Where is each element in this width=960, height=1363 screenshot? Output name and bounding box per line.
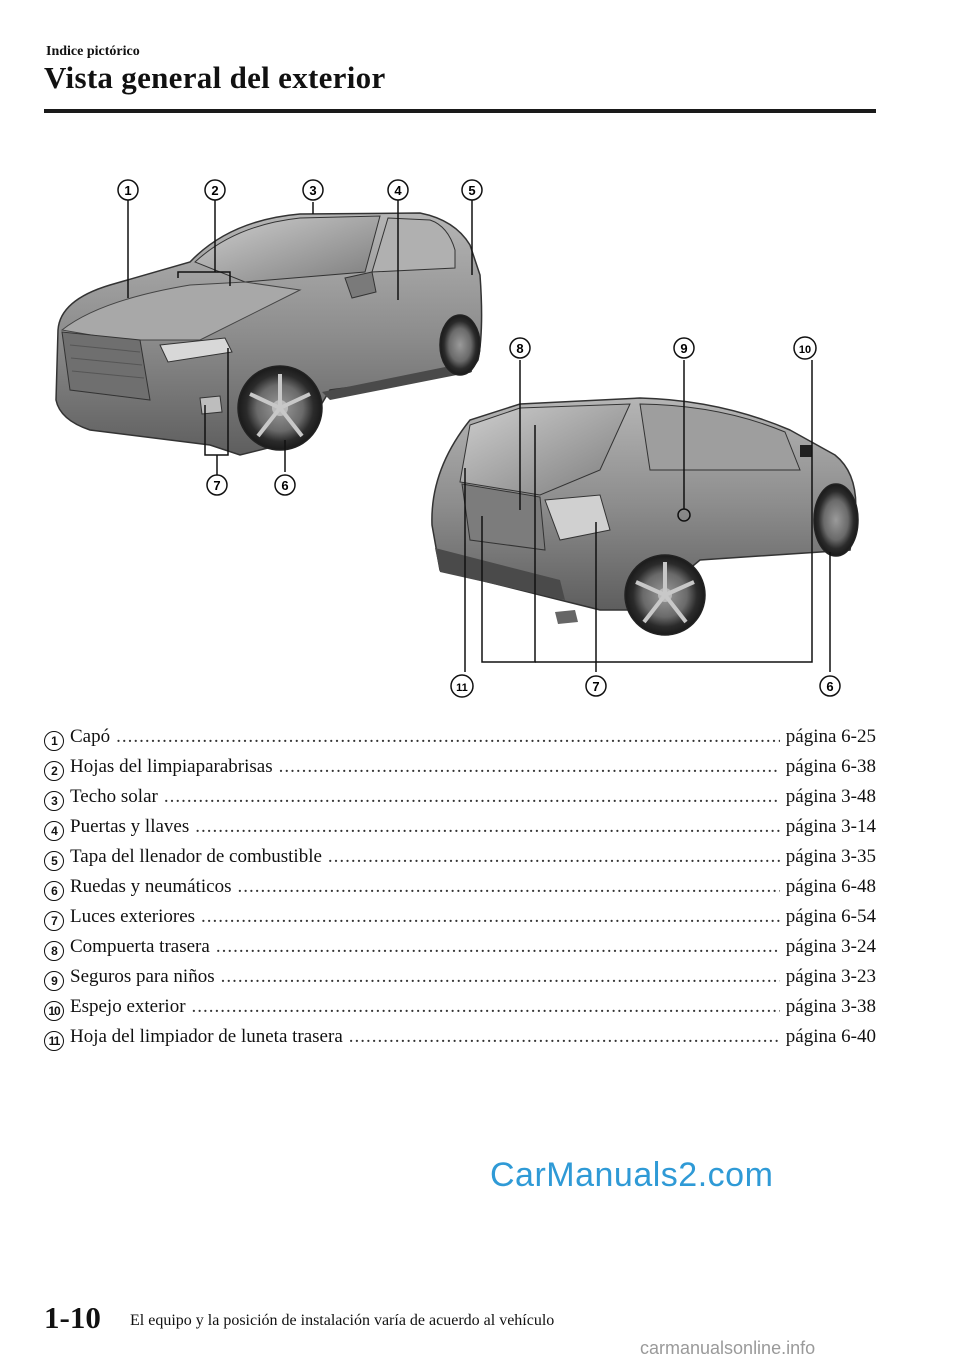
callout-leaders: [127, 200, 831, 672]
index-item-child-locks[interactable]: 9 Seguros para niños página 3-23: [44, 962, 876, 992]
dot-leader: [192, 992, 780, 1022]
item-label: Luces exteriores: [70, 906, 196, 927]
dot-leader: [221, 962, 780, 992]
svg-text:2: 2: [211, 183, 218, 198]
svg-text:8: 8: [516, 341, 523, 356]
item-label: Seguros para niños: [70, 966, 215, 987]
item-label: Espejo exterior: [70, 996, 186, 1017]
page-reference-link[interactable]: página 6-48: [785, 876, 876, 897]
dot-leader: [328, 842, 780, 872]
callout-10: 10: [793, 336, 817, 360]
item-label: Compuerta trasera: [70, 936, 210, 957]
svg-text:9: 9: [680, 341, 687, 356]
svg-text:5: 5: [468, 183, 475, 198]
page-number: 1-10: [44, 1300, 101, 1335]
source-site-watermark: carmanualsonline.info: [640, 1338, 816, 1358]
item-label: Capó: [70, 726, 111, 747]
index-item-wiper-blades[interactable]: 2 Hojas del limpiaparabrisas página 6-38: [44, 752, 876, 782]
watermark-text: CarManuals2.com: [490, 1156, 774, 1194]
svg-text:1: 1: [124, 183, 131, 198]
dot-leader: [237, 872, 779, 902]
page-reference-link[interactable]: página 6-40: [785, 1026, 876, 1047]
svg-text:4: 4: [394, 183, 402, 198]
page-reference-link[interactable]: página 6-38: [785, 756, 876, 777]
page-reference-link[interactable]: página 6-54: [785, 906, 876, 927]
index-item-liftgate[interactable]: 8 Compuerta trasera página 3-24: [44, 932, 876, 962]
item-label: Tapa del llenador de combustible: [70, 846, 322, 867]
item-number-badge: 10: [44, 1001, 64, 1021]
page-reference-link[interactable]: página 3-38: [785, 996, 876, 1017]
component-index-list: 1 Capó página 6-25 2 Hojas del limpiapar…: [44, 722, 876, 1052]
index-item-hood[interactable]: 1 Capó página 6-25: [44, 722, 876, 752]
front-callouts: 1 2 3 4 5 6 7: [117, 179, 483, 496]
title-rule: [44, 109, 876, 113]
index-item-sunroof[interactable]: 3 Techo solar página 3-48: [44, 782, 876, 812]
item-number-badge: 4: [44, 821, 64, 841]
page-reference-link[interactable]: página 3-23: [785, 966, 876, 987]
item-label: Puertas y llaves: [70, 816, 190, 837]
footer-note: El equipo y la posición de instalación v…: [130, 1312, 555, 1329]
dot-leader: [216, 932, 780, 962]
svg-text:7: 7: [592, 679, 599, 694]
callout-1: 1: [117, 179, 139, 201]
callout-4: 4: [387, 179, 409, 201]
rear-car-illustration: [431, 397, 859, 636]
rear-callouts: 8 9 10 11 7 6: [450, 336, 841, 698]
index-item-rear-wiper-blade[interactable]: 11 Hoja del limpiador de luneta trasera …: [44, 1022, 876, 1052]
svg-text:3: 3: [309, 183, 316, 198]
svg-text:6: 6: [826, 679, 833, 694]
callout-6-front: 6: [274, 474, 296, 496]
item-number-badge: 1: [44, 731, 64, 751]
callout-7-front: 7: [206, 474, 228, 496]
item-label: Techo solar: [70, 786, 158, 807]
callout-11: 11: [450, 674, 474, 698]
item-label: Hojas del limpiaparabrisas: [70, 756, 273, 777]
callout-5: 5: [461, 179, 483, 201]
item-number-badge: 2: [44, 761, 64, 781]
dot-leader: [116, 722, 780, 752]
dot-leader: [201, 902, 780, 932]
svg-text:10: 10: [799, 344, 811, 356]
item-label: Hoja del limpiador de luneta trasera: [70, 1026, 343, 1047]
svg-text:11: 11: [456, 682, 468, 694]
callout-6-rear: 6: [819, 675, 841, 697]
index-item-doors-keys[interactable]: 4 Puertas y llaves página 3-14: [44, 812, 876, 842]
dot-leader: [349, 1022, 780, 1052]
item-number-badge: 7: [44, 911, 64, 931]
callout-3: 3: [302, 179, 324, 201]
index-item-exterior-lights[interactable]: 7 Luces exteriores página 6-54: [44, 902, 876, 932]
page-reference-link[interactable]: página 3-24: [785, 936, 876, 957]
dot-leader: [164, 782, 780, 812]
callout-2: 2: [204, 179, 226, 201]
svg-text:6: 6: [281, 478, 288, 493]
item-number-badge: 6: [44, 881, 64, 901]
item-label: Ruedas y neumáticos: [70, 876, 232, 897]
front-car-illustration: [55, 212, 483, 456]
page-reference-link[interactable]: página 3-48: [785, 786, 876, 807]
callout-7-rear: 7: [585, 675, 607, 697]
exterior-overview-figure: 1 2 3 4 5 6 7 8 9 10 11 7 6: [55, 179, 859, 698]
item-number-badge: 8: [44, 941, 64, 961]
index-item-fuel-lid[interactable]: 5 Tapa del llenador de combustible págin…: [44, 842, 876, 872]
item-number-badge: 5: [44, 851, 64, 871]
page-reference-link[interactable]: página 3-35: [785, 846, 876, 867]
callout-9: 9: [673, 337, 695, 359]
item-number-badge: 3: [44, 791, 64, 811]
dot-leader: [195, 812, 780, 842]
section-label: Indice pictórico: [46, 44, 140, 59]
item-number-badge: 9: [44, 971, 64, 991]
item-number-badge: 11: [44, 1031, 64, 1051]
dot-leader: [279, 752, 780, 782]
callout-8: 8: [509, 337, 531, 359]
page-title: Vista general del exterior: [44, 60, 386, 95]
svg-text:7: 7: [213, 478, 220, 493]
page-reference-link[interactable]: página 6-25: [785, 726, 876, 747]
page-reference-link[interactable]: página 3-14: [785, 816, 876, 837]
index-item-outside-mirror[interactable]: 10 Espejo exterior página 3-38: [44, 992, 876, 1022]
index-item-wheels-tires[interactable]: 6 Ruedas y neumáticos página 6-48: [44, 872, 876, 902]
